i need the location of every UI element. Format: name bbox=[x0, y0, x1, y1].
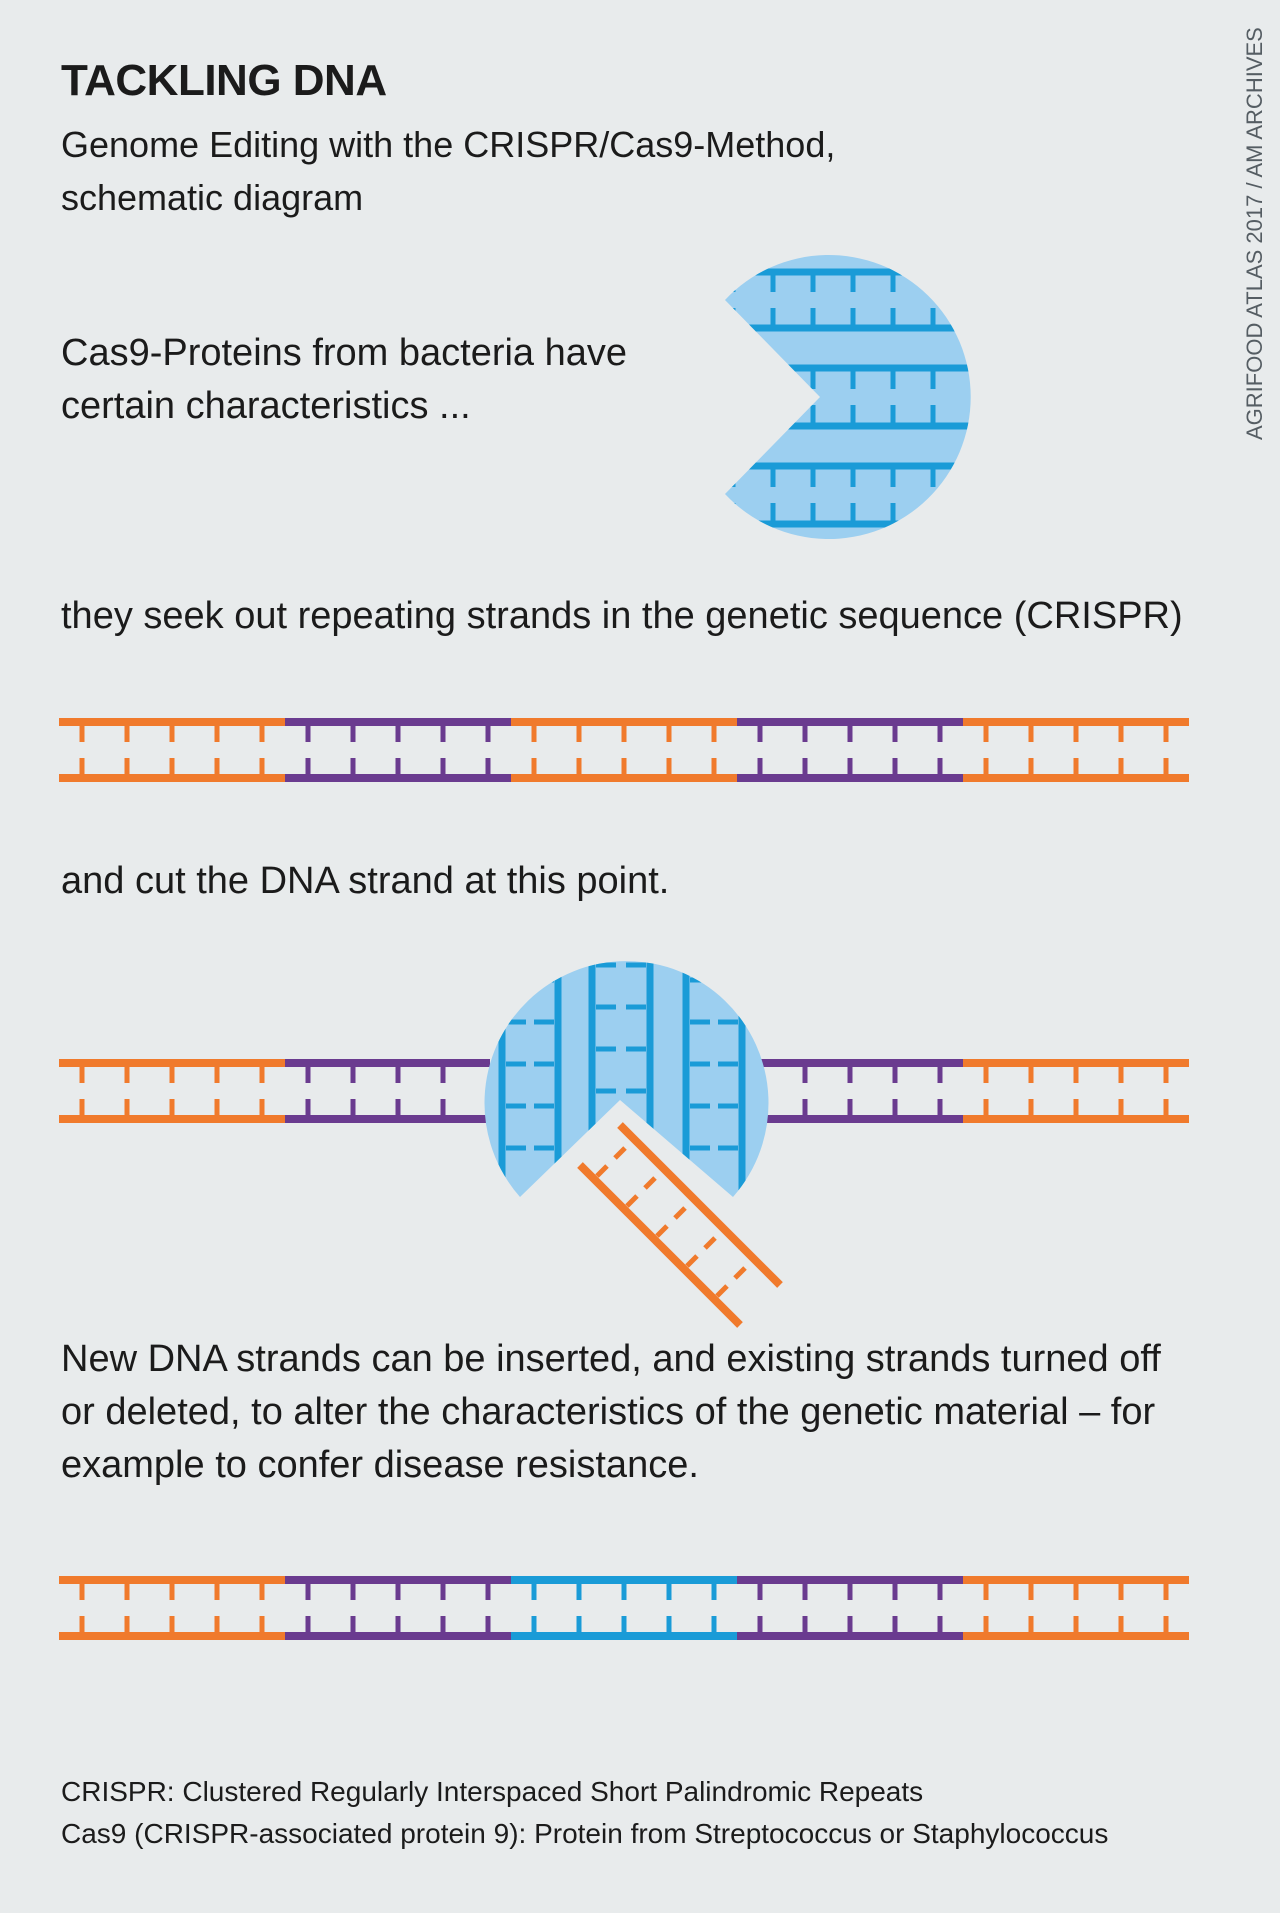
dna-segment-orange bbox=[511, 718, 737, 782]
dna-segment-orange bbox=[963, 1576, 1189, 1640]
dna-strand-edited bbox=[59, 1576, 1189, 1640]
dna-segment-orange bbox=[59, 718, 285, 782]
step-4-text: New DNA strands can be inserted, and exi… bbox=[61, 1338, 1161, 1486]
cas9-protein-body bbox=[484, 961, 769, 1197]
dna-segment-inserted-blue bbox=[511, 1576, 737, 1640]
cas9-inner-dna bbox=[498, 961, 746, 1198]
page-title: TACKLING DNA bbox=[61, 56, 387, 105]
excised-dna-segment bbox=[577, 1122, 783, 1328]
cas9-protein-illustration bbox=[725, 255, 971, 540]
cas9-protein-body bbox=[725, 255, 971, 540]
step-3-text: and cut the DNA strand at this point. bbox=[61, 860, 670, 902]
dna-segment-orange bbox=[963, 718, 1189, 782]
footnote-crispr: CRISPR: Clustered Regularly Interspaced … bbox=[61, 1776, 924, 1807]
dna-segment-purple bbox=[285, 1576, 511, 1640]
dna-segment-purple bbox=[737, 718, 963, 782]
step-1-text: Cas9-Proteins from bacteria have certain… bbox=[61, 332, 628, 427]
dna-cut-illustration bbox=[59, 961, 1189, 1328]
page-subtitle: Genome Editing with the CRISPR/Cas9-Meth… bbox=[61, 124, 836, 218]
dna-segment-purple bbox=[285, 1059, 490, 1123]
dna-segment-orange bbox=[963, 1059, 1189, 1123]
dna-segment-orange bbox=[59, 1059, 285, 1123]
dna-strand-crispr bbox=[59, 718, 1189, 782]
dna-segment-purple bbox=[285, 718, 511, 782]
dna-segment-purple bbox=[760, 1059, 963, 1123]
dna-segment-orange bbox=[59, 1576, 285, 1640]
footnote-cas9: Cas9 (CRISPR-associated protein 9): Prot… bbox=[61, 1818, 1109, 1849]
dna-segment-purple bbox=[737, 1576, 963, 1640]
step-2-text: they seek out repeating strands in the g… bbox=[61, 595, 1183, 637]
